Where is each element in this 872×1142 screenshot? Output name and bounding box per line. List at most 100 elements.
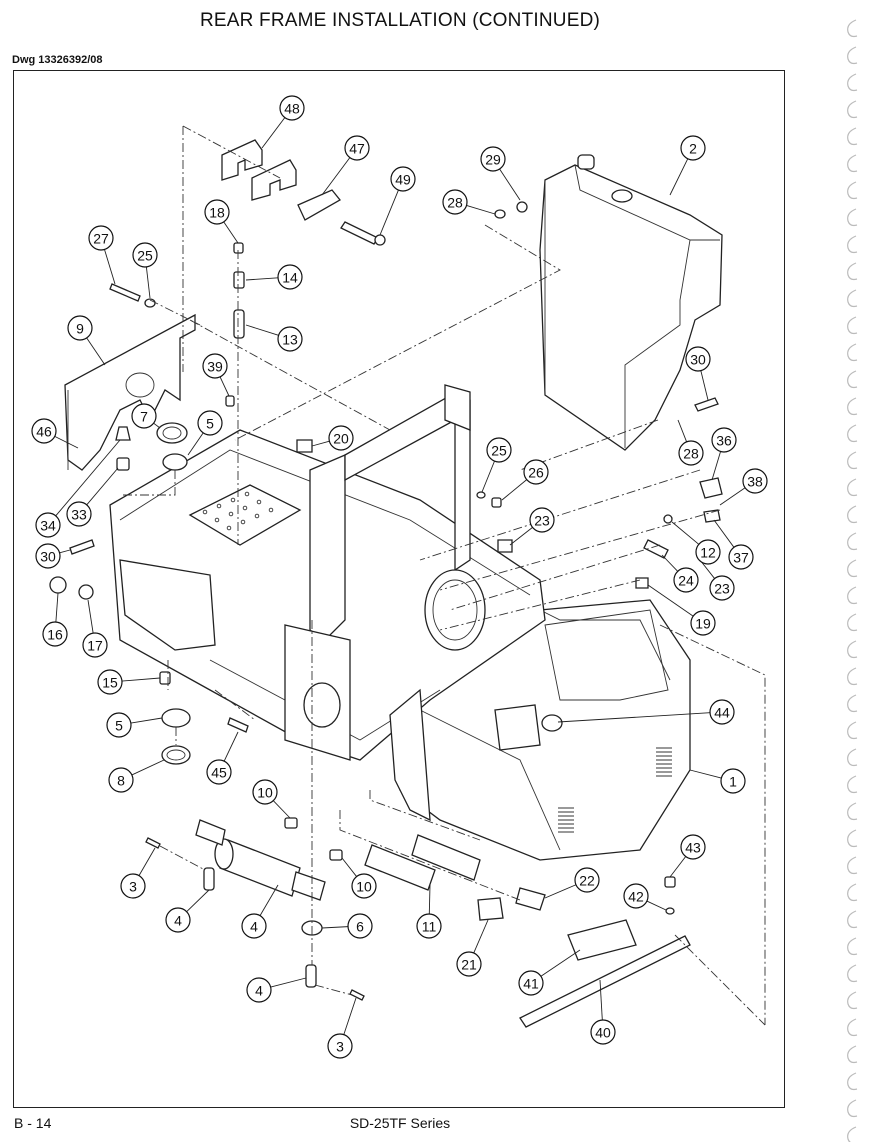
leader-line — [379, 189, 399, 236]
leader-line — [481, 460, 495, 493]
leader-line — [428, 884, 431, 915]
leader-line — [501, 479, 528, 501]
callout-label: 28 — [683, 446, 699, 462]
leader-line — [259, 884, 279, 916]
callout-18: 18 — [204, 199, 230, 225]
leader-line — [700, 370, 709, 401]
drawing-number: Dwg 13326392/08 — [12, 54, 103, 66]
leader-line — [473, 919, 489, 954]
binding-ring — [847, 451, 858, 470]
callout-label: 3 — [129, 879, 137, 895]
callout-label: 13 — [282, 332, 298, 348]
bolt-hole — [216, 503, 222, 509]
callout-label: 28 — [447, 195, 463, 211]
callout-label: 6 — [356, 919, 364, 935]
callout-label: 8 — [117, 773, 125, 789]
callout-38: 38 — [742, 468, 768, 494]
leader-line — [138, 847, 156, 876]
binding-ring — [847, 559, 858, 578]
callout-11: 11 — [416, 913, 442, 939]
callout-43: 43 — [680, 834, 706, 860]
callout-42: 42 — [623, 883, 649, 909]
callout-29: 29 — [480, 146, 506, 172]
callout-15: 15 — [97, 669, 123, 695]
callout-label: 25 — [137, 248, 153, 264]
leader-line — [87, 599, 94, 634]
series-label: SD-25TF Series — [349, 1115, 451, 1131]
lower-parts — [145, 817, 691, 1028]
rear-frame-body — [109, 384, 691, 861]
binding-ring — [847, 181, 858, 200]
binding-ring — [847, 640, 858, 659]
callout-30b: 30 — [35, 543, 61, 569]
leader-line — [669, 856, 687, 878]
callout-label: 4 — [250, 919, 258, 935]
leader-line — [321, 926, 349, 929]
binding-ring — [847, 667, 858, 686]
leader-line — [343, 997, 357, 1035]
callout-label: 38 — [747, 474, 763, 490]
callout-4a: 4 — [165, 907, 191, 933]
callout-label: 42 — [628, 889, 644, 905]
callout-label: 4 — [174, 913, 182, 929]
binding-ring — [847, 532, 858, 551]
callout-12: 12 — [695, 539, 721, 565]
callout-19: 19 — [690, 610, 716, 636]
callout-33: 33 — [66, 501, 92, 527]
bolt-hole — [202, 509, 208, 515]
binding-ring — [847, 316, 858, 335]
callout-23b: 23 — [709, 575, 735, 601]
binding-ring — [847, 883, 858, 902]
callout-47: 47 — [344, 135, 370, 161]
leader-line — [509, 527, 533, 546]
leader-line — [153, 422, 161, 429]
binding-ring — [847, 802, 858, 821]
callout-label: 24 — [678, 573, 694, 589]
callout-20: 20 — [328, 425, 354, 451]
leader-line — [130, 717, 163, 724]
leader-line — [711, 451, 721, 481]
callout-label: 23 — [534, 513, 550, 529]
callout-label: 12 — [700, 545, 716, 561]
callout-label: 19 — [695, 616, 711, 632]
callout-5a: 5 — [197, 410, 223, 436]
callout-21: 21 — [456, 951, 482, 977]
callout-34: 34 — [35, 512, 61, 538]
small-parts — [49, 139, 723, 765]
leader-line — [321, 157, 351, 196]
bolt-hole — [268, 507, 274, 513]
bolt-hole — [254, 513, 260, 519]
leader-line — [245, 324, 279, 336]
leader-line — [713, 519, 735, 548]
callout-label: 3 — [336, 1039, 344, 1055]
leader-line — [557, 712, 711, 723]
binding-rings — [847, 19, 858, 1142]
assembly-lines — [120, 125, 766, 1026]
callout-7: 7 — [131, 403, 157, 429]
callout-label: 5 — [206, 416, 214, 432]
bolt-hole — [226, 525, 232, 531]
callout-16: 16 — [42, 621, 68, 647]
callout-label: 27 — [93, 231, 109, 247]
leader-line — [646, 900, 667, 911]
callout-6: 6 — [347, 913, 373, 939]
callout-label: 7 — [140, 409, 148, 425]
callout-label: 47 — [349, 141, 365, 157]
callout-label: 17 — [87, 638, 103, 654]
bolt-hole — [240, 519, 246, 525]
binding-ring — [847, 343, 858, 362]
leader-line — [55, 439, 121, 517]
leader-line — [54, 435, 79, 449]
leader-line — [104, 249, 116, 285]
binding-ring — [847, 586, 858, 605]
binding-ring — [847, 829, 858, 848]
leader-line — [544, 884, 577, 899]
callout-41: 41 — [518, 970, 544, 996]
leader-line — [671, 521, 700, 545]
page-title: REAR FRAME INSTALLATION (CONTINUED) — [199, 10, 601, 31]
leader-line — [121, 677, 161, 682]
leader-line — [647, 584, 694, 617]
callout-label: 10 — [257, 785, 273, 801]
callout-36: 36 — [711, 427, 737, 453]
leader-line — [223, 221, 239, 244]
